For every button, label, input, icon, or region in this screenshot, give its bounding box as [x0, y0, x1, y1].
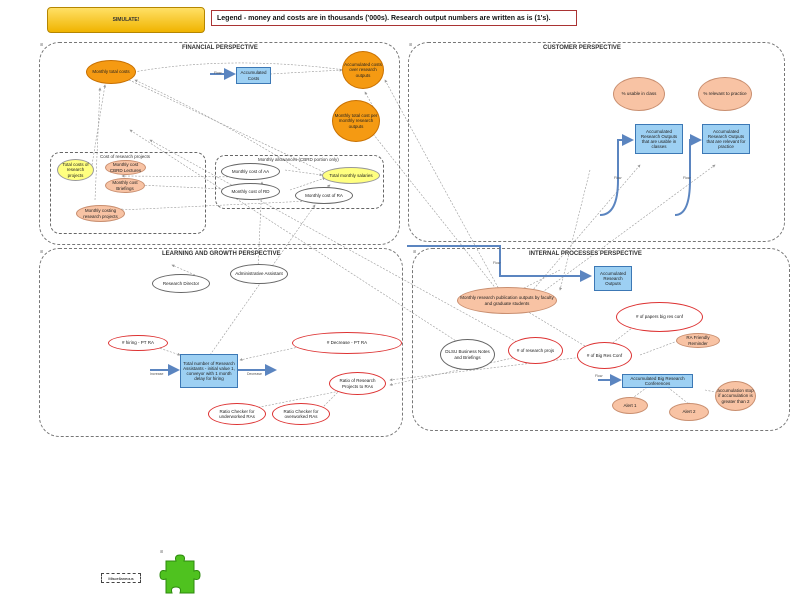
- accumulated-costs-over-outputs-node[interactable]: Accumulated costs over research outputs: [342, 51, 384, 89]
- admin-assistant-node[interactable]: Administrative Assistant: [230, 264, 288, 284]
- miscellaneous-label[interactable]: Miscellaneous: [101, 573, 141, 583]
- puzzle-icon: [159, 554, 201, 594]
- increase-flow-label: Increase: [150, 372, 164, 376]
- accumulation-stop-node[interactable]: accumulation stop if accumulation is gre…: [715, 381, 756, 411]
- flow-outputs-label: Flow: [493, 261, 501, 265]
- pct-relevant-node[interactable]: % relevant to practice: [698, 77, 752, 111]
- cost-projects-group-title: Cost of research projects: [100, 154, 151, 159]
- dlsu-business-notes-node[interactable]: DLSU Business Notes and Briefings: [440, 339, 495, 370]
- monthly-cost-cbrd-node[interactable]: Monthly cost CBRD Lectures: [105, 160, 146, 175]
- hiring-pt-ra-node[interactable]: # hiring - PT RA: [108, 335, 168, 351]
- ratio-checker-over-node[interactable]: Ratio Checker for overworked RAs: [272, 403, 330, 425]
- monthly-cost-briefings-node[interactable]: Monthly cost Briefings: [105, 178, 145, 193]
- num-research-projs-node[interactable]: # of research projs: [508, 337, 563, 364]
- panel-corner-icon: ⊞: [40, 42, 44, 47]
- flow-costs-label: Flow: [214, 71, 222, 75]
- internal-processes-perspective-title: INTERNAL PROCESSES PERSPECTIVE: [529, 251, 642, 257]
- monthly-total-costs-node[interactable]: Monthly total costs: [86, 60, 136, 84]
- financial-perspective-panel: [39, 42, 400, 245]
- monthly-cost-rd-node[interactable]: Monthly cost of RD: [221, 183, 280, 200]
- accumulated-costs-stock[interactable]: Accumulated Costs: [236, 67, 271, 84]
- panel-corner-icon: ⊞: [413, 249, 417, 254]
- num-big-res-conf-node[interactable]: # of Big Res Conf: [577, 342, 632, 369]
- acc-research-outputs-stock[interactable]: Accumulated Research Outputs: [594, 266, 632, 291]
- total-costs-projects-node[interactable]: Total costs of research projects: [57, 159, 94, 181]
- internal-processes-perspective-panel: [412, 248, 790, 431]
- monthly-pub-outputs-node[interactable]: Monthly research publication outputs by …: [457, 287, 557, 314]
- legend-note: Legend - money and costs are in thousand…: [211, 10, 577, 26]
- decrease-pt-ra-node[interactable]: # Decrease - PT RA: [292, 332, 402, 354]
- customer-perspective-panel: [408, 42, 785, 242]
- monthly-cost-ra-node[interactable]: Monthly cost of RA: [295, 187, 353, 204]
- monthly-allowances-group-title: Monthly allowances (CBRD portion only): [258, 157, 339, 162]
- ra-friendly-reminder-node[interactable]: RA Friendly Reminder: [676, 333, 720, 348]
- simulate-button[interactable]: SIMULATE!: [47, 7, 205, 33]
- total-ra-stock[interactable]: Total number of Research Assistants - in…: [180, 354, 238, 388]
- acc-big-conf-stock[interactable]: Accumulated Big Research Conferences: [622, 374, 693, 388]
- decrease-flow-label: Decrease: [247, 372, 262, 376]
- monthly-cost-aa-node[interactable]: Monthly cost of AA: [221, 163, 280, 180]
- acc-usable-stock[interactable]: Accumulated Research Outputs that are us…: [635, 124, 683, 154]
- alert2-node[interactable]: Alert 2: [669, 403, 709, 421]
- alert1-node[interactable]: Alert 1: [612, 397, 648, 414]
- financial-perspective-title: FINANCIAL PERSPECTIVE: [182, 45, 258, 51]
- learning-growth-perspective-panel: [39, 248, 403, 437]
- panel-corner-icon: ⊞: [409, 42, 413, 47]
- papers-big-conf-node[interactable]: # of papers big res conf: [616, 302, 703, 332]
- monthly-total-cost-per-output-node[interactable]: Monthly total cost per monthly research …: [332, 100, 380, 142]
- monthly-allowances-group: [215, 155, 384, 209]
- cost-projects-group: [50, 152, 206, 234]
- customer-perspective-title: CUSTOMER PERSPECTIVE: [543, 45, 621, 51]
- learning-growth-perspective-title: LEARNING AND GROWTH PERSPECTIVE: [162, 251, 281, 257]
- pct-usable-node[interactable]: % usable in class: [613, 77, 665, 111]
- total-monthly-salaries-node[interactable]: Total monthly salaries: [322, 167, 380, 184]
- monthly-costing-projects-node[interactable]: Monthly costing research projects: [76, 205, 125, 222]
- ratio-checker-under-node[interactable]: Ratio Checker for underworked RAs: [208, 403, 266, 425]
- flow-conf-label: Flow: [595, 374, 603, 378]
- acc-relevant-stock[interactable]: Accumulated Research Outputs that are re…: [702, 124, 750, 154]
- ratio-research-projects-node[interactable]: Ratio of Research Projects to RAs: [329, 372, 386, 395]
- flow-relevant-label: Flow: [683, 176, 691, 180]
- misc-corner-icon: ⊞: [160, 549, 164, 554]
- panel-corner-icon: ⊞: [40, 249, 44, 254]
- research-director-node[interactable]: Research Director: [152, 274, 210, 293]
- flow-usable-label: Flow: [614, 176, 622, 180]
